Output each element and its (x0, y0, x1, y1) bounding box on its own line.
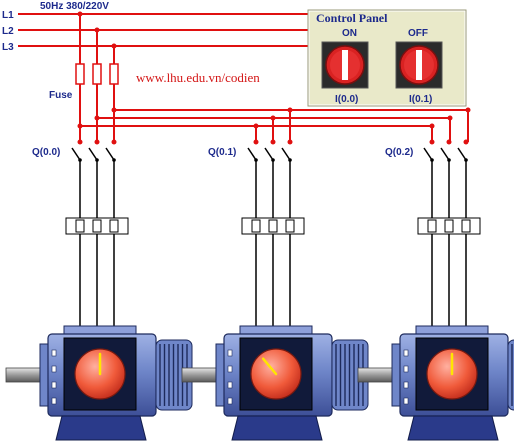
motor-1 (181, 325, 369, 441)
supply-line-labels: L1 L2 L3 (2, 10, 14, 53)
off-button-label: OFF (408, 28, 428, 39)
on-button-indicator-icon (342, 50, 348, 80)
breaker-1[interactable] (247, 139, 293, 162)
on-button-label: ON (342, 28, 357, 39)
motor-rotation-dial-icon-0 (74, 348, 126, 400)
motor-branches: Q(0.0) Q(0.1) Q(0.2) (5, 139, 514, 441)
off-button[interactable] (395, 41, 443, 89)
line-label-l1: L1 (2, 10, 14, 21)
control-panel-title: Control Panel (316, 11, 388, 25)
supply-rating-label: 50Hz 380/220V (40, 1, 109, 12)
bus-junctions (77, 11, 117, 49)
motor-branch-0: Q(0.0) (5, 139, 193, 441)
breaker-label-1: Q(0.1) (208, 147, 236, 158)
motor-rotation-dial-icon-2 (426, 348, 478, 400)
breaker-0[interactable] (71, 139, 117, 162)
control-panel: Control Panel ON OFF I(0.0) I(0.1) (307, 9, 467, 107)
overload-relay-2 (417, 217, 481, 235)
motor-branch-2: Q(0.2) (357, 139, 514, 441)
overload-relay-1 (241, 217, 305, 235)
fuse-block (75, 63, 119, 85)
motor-2 (357, 325, 514, 441)
fuse-feeders (79, 14, 115, 64)
motor-rotation-dial-icon-1 (250, 348, 302, 400)
on-button-address: I(0.0) (335, 94, 358, 105)
on-button[interactable] (321, 41, 369, 89)
off-button-address: I(0.1) (409, 94, 432, 105)
motor-0 (5, 325, 193, 441)
off-button-indicator-icon (416, 50, 422, 80)
distribution-junctions (77, 107, 471, 129)
supply-bus (18, 13, 308, 47)
watermark-url: www.lhu.edu.vn/codien (136, 70, 260, 85)
breaker-label-0: Q(0.0) (32, 147, 60, 158)
breaker-label-2: Q(0.2) (385, 147, 413, 158)
motor-branch-1: Q(0.1) (181, 139, 369, 441)
breaker-2[interactable] (423, 139, 469, 162)
fuse-label: Fuse (49, 90, 73, 101)
overload-relay-0 (65, 217, 129, 235)
line-label-l3: L3 (2, 42, 14, 53)
line-label-l2: L2 (2, 26, 14, 37)
